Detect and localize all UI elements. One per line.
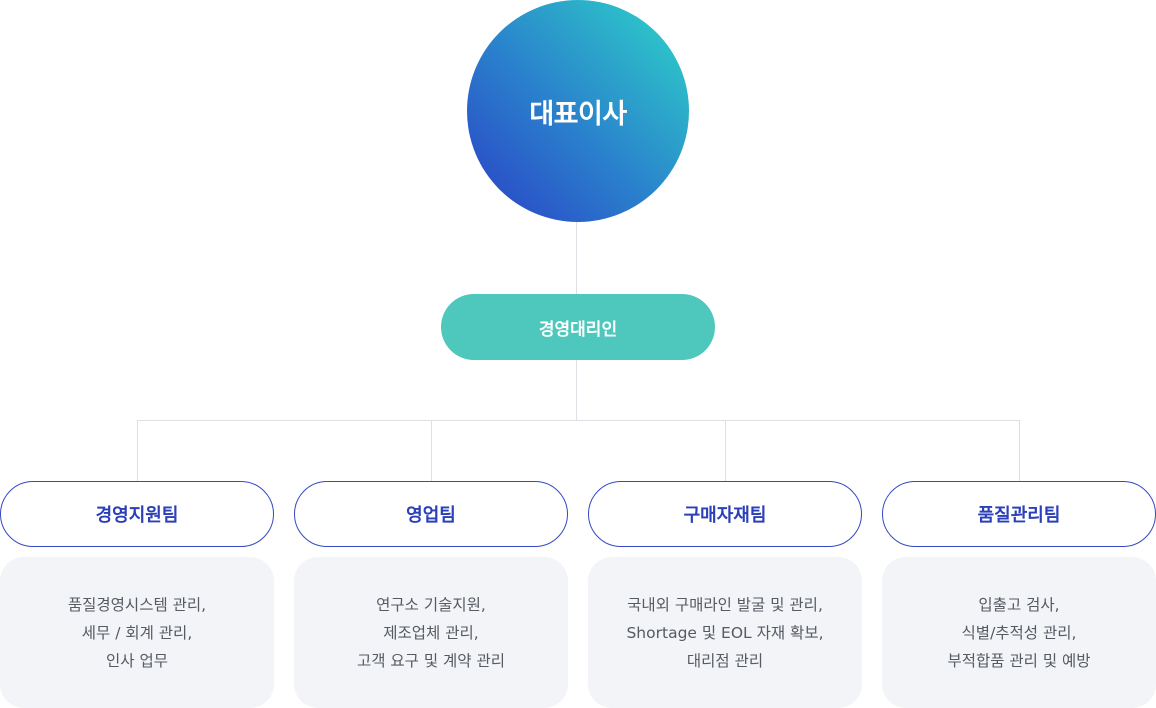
duty-line: 식별/추적성 관리, xyxy=(961,623,1077,642)
team-label: 영업팀 xyxy=(406,505,456,526)
team-label: 품질관리팀 xyxy=(977,505,1061,526)
connector-team-2 xyxy=(431,420,432,481)
team-node-quality: 품질관리팀 xyxy=(882,481,1156,547)
connector-team-4 xyxy=(1019,420,1020,481)
connector-horizontal xyxy=(137,420,1020,421)
duty-line: 대리점 관리 xyxy=(686,651,764,670)
team-node-sales: 영업팀 xyxy=(294,481,568,547)
duty-line: 품질경영시스템 관리, xyxy=(67,595,207,614)
team-duties-quality: 입출고 검사, 식별/추적성 관리, 부적합품 관리 및 예방 xyxy=(882,557,1156,708)
connector-ceo-agent xyxy=(576,222,577,294)
ceo-label: 대표이사 xyxy=(529,98,627,130)
duty-line: 입출고 검사, xyxy=(978,595,1060,614)
connector-agent-branch xyxy=(576,360,577,420)
team-label: 경영지원팀 xyxy=(95,505,179,526)
team-label: 구매자재팀 xyxy=(683,505,767,526)
team-node-purchasing: 구매자재팀 xyxy=(588,481,862,547)
team-duties-purchasing: 국내외 구매라인 발굴 및 관리, Shortage 및 EOL 자재 확보, … xyxy=(588,557,862,708)
duty-line: Shortage 및 EOL 자재 확보, xyxy=(626,623,824,642)
team-node-management-support: 경영지원팀 xyxy=(0,481,274,547)
duty-line: 인사 업무 xyxy=(106,651,168,670)
duty-line: 제조업체 관리, xyxy=(383,623,479,642)
team-duties-management-support: 품질경영시스템 관리, 세무 / 회계 관리, 인사 업무 xyxy=(0,557,274,708)
duty-line: 고객 요구 및 계약 관리 xyxy=(356,651,506,670)
agent-label: 경영대리인 xyxy=(538,319,618,340)
duty-line: 연구소 기술지원, xyxy=(376,595,486,614)
ceo-node: 대표이사 xyxy=(467,0,689,222)
duty-line: 세무 / 회계 관리, xyxy=(81,623,193,642)
duty-line: 부적합품 관리 및 예방 xyxy=(947,651,1091,670)
connector-team-1 xyxy=(137,420,138,481)
duty-line: 국내외 구매라인 발굴 및 관리, xyxy=(627,595,823,614)
team-duties-sales: 연구소 기술지원, 제조업체 관리, 고객 요구 및 계약 관리 xyxy=(294,557,568,708)
agent-node: 경영대리인 xyxy=(441,294,715,360)
connector-team-3 xyxy=(725,420,726,481)
